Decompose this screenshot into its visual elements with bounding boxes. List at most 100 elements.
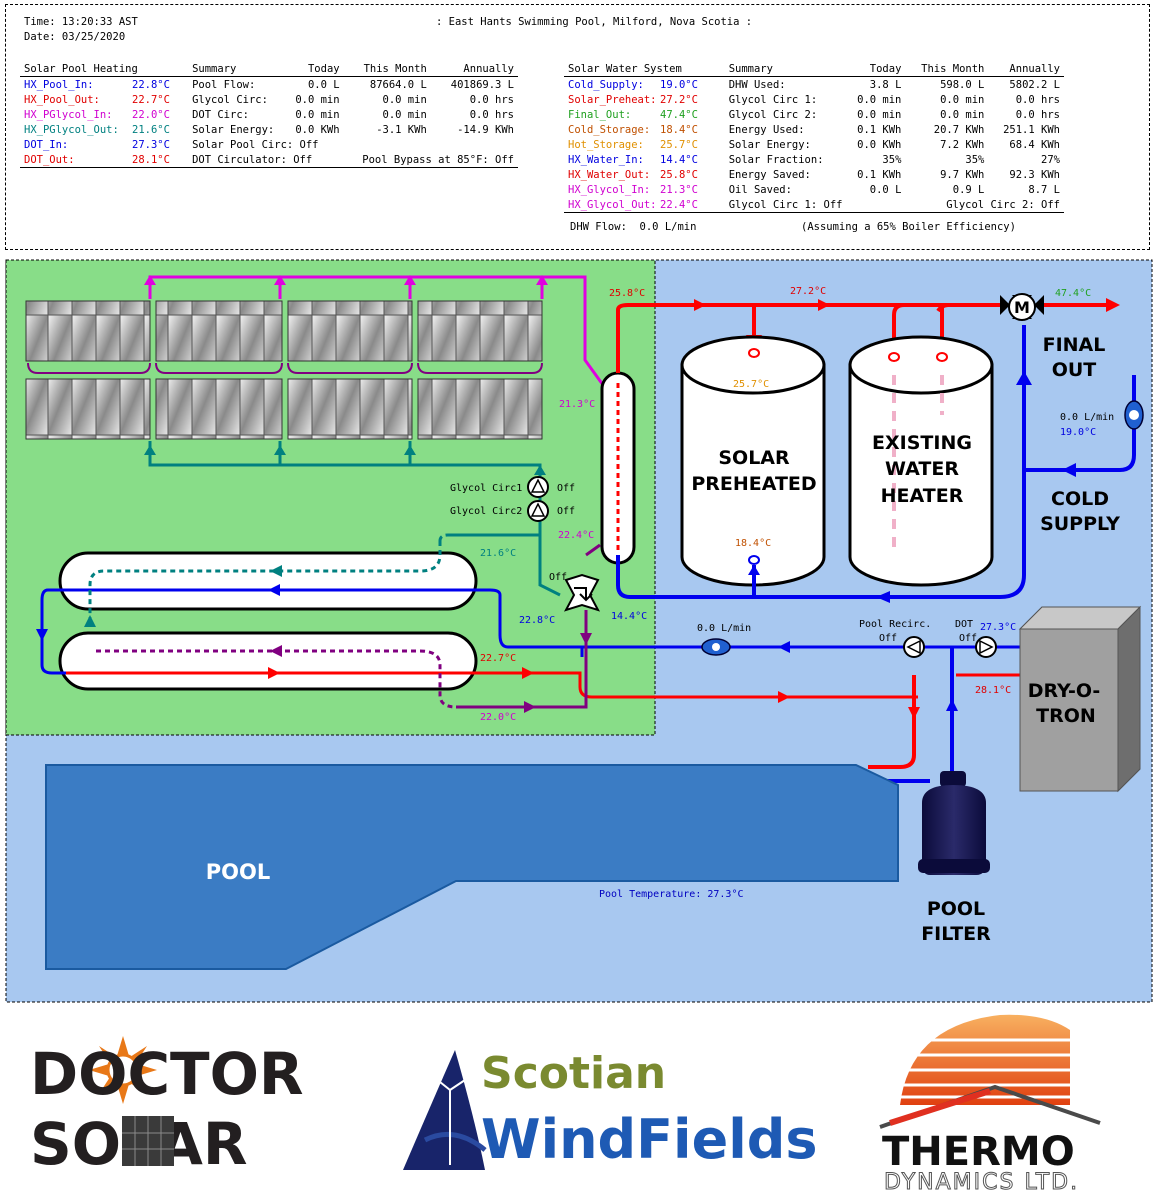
sensor-cell: DOT_In:27.3°C — [20, 137, 188, 152]
sensor-value: 47.4°C — [660, 108, 698, 121]
sensor-cell: HX_PGlycol_In:22.0°C — [20, 107, 188, 122]
pool-flow-meter — [701, 638, 731, 656]
pool-filter — [918, 771, 990, 875]
col-header: Today — [844, 61, 906, 77]
annual-value: 8.7 L — [1028, 183, 1060, 196]
annual-value: 27% — [1041, 153, 1060, 166]
dry-o-tron-label: TRON — [1036, 705, 1096, 727]
sensor-value: 21.6°C — [132, 123, 170, 136]
pool-temperature-readout: Pool Temperature: 27.3°C — [599, 889, 744, 900]
system-diagram: M — [5, 259, 1153, 1003]
temp-pool-in: 22.8°C — [519, 615, 555, 626]
temp-solar-preheat: 27.2°C — [790, 286, 826, 297]
dot-state: Off — [959, 633, 977, 644]
annual-value: 0.0 hrs — [469, 93, 514, 106]
today-value: 0.0 min — [857, 93, 902, 106]
col-header: Annually — [430, 61, 518, 77]
sensor-name: HX_Water_Out: — [568, 168, 651, 181]
sensor-name: HX_Pool_In: — [24, 78, 94, 91]
bypass-valve[interactable] — [563, 573, 601, 612]
temp-pool-out: 22.7°C — [480, 653, 516, 664]
sensor-cell: DOT_Out:28.1°C — [20, 152, 189, 168]
summary-label: Energy Saved: — [728, 168, 811, 181]
cold-supply-label: COLD — [1051, 488, 1109, 510]
today-value: 0.0 L — [869, 183, 902, 196]
glycol-circ1-pump[interactable] — [527, 476, 549, 498]
summary-label: Glycol Circ: — [192, 93, 268, 106]
solar-preheated-label: PREHEATED — [691, 473, 816, 495]
col-header: This Month — [905, 61, 989, 77]
glycol-circ2-status: Glycol Circ 2: Off — [905, 197, 1064, 213]
sensor-name: Cold_Storage: — [568, 123, 651, 136]
svg-text:DYNAMICS LTD.: DYNAMICS LTD. — [884, 1170, 1079, 1195]
glycol-circ2-pump[interactable] — [527, 500, 549, 522]
month-value: 7.2 KWh — [940, 138, 985, 151]
boiler-note: (Assuming a 65% Boiler Efficiency) — [801, 221, 1016, 233]
today-value: 0.0 min — [295, 108, 340, 121]
temp-dot-out: 28.1°C — [975, 685, 1011, 696]
dot-pump[interactable] — [975, 636, 997, 658]
valve-m-label: M — [1014, 298, 1030, 317]
dry-o-tron-label: DRY-O- — [1028, 680, 1101, 702]
cold-supply-flow-meter — [1124, 400, 1144, 430]
sensor-cell: HX_Glycol_Out:22.4°C — [564, 197, 725, 213]
pool-water-out-pipe — [66, 671, 918, 699]
today-value: 0.1 KWh — [857, 123, 902, 136]
annual-value: 0.0 hrs — [469, 108, 514, 121]
sensor-name: HX_Glycol_In: — [568, 183, 651, 196]
sensor-cell: Cold_Storage:18.4°C — [564, 122, 725, 137]
summary-label: Oil Saved: — [728, 183, 792, 196]
status-panel: Time: 13:20:33 AST Date: 03/25/2020 : Ea… — [5, 4, 1150, 250]
sensor-cell: HX_Pool_Out:22.7°C — [20, 92, 188, 107]
col-header: Solar Pool Heating — [20, 61, 189, 77]
glycol-circ2-state: Off — [557, 506, 575, 517]
sensor-name: HX_PGlycol_Out: — [24, 123, 119, 136]
existing-water-heater-tank — [848, 335, 994, 587]
month-value: 9.7 KWh — [940, 168, 985, 181]
summary-label: Solar Energy: — [192, 123, 275, 136]
month-value: -3.1 KWh — [376, 123, 427, 136]
time-label: Time: 13:20:33 AST — [24, 16, 138, 28]
glycol-circ1-state: Off — [557, 483, 575, 494]
pool-recirc-pump[interactable] — [903, 636, 925, 658]
today-value: 0.0 min — [857, 108, 902, 121]
month-value: 20.7 KWh — [933, 123, 985, 136]
summary-label: DOT Circ: — [192, 108, 249, 121]
pool-heat-exchanger-upper — [58, 551, 478, 611]
col-header: This Month — [343, 61, 431, 77]
today-value: 0.0 KWh — [857, 138, 902, 151]
sensor-value: 22.4°C — [660, 198, 698, 211]
summary-label: Energy Used: — [728, 123, 805, 136]
summary-label: Glycol Circ 1: — [728, 93, 818, 106]
temp-pglycol-in: 22.0°C — [480, 712, 516, 723]
pool-heating-table: Solar Pool Heating Summary Today This Mo… — [20, 61, 518, 168]
sensor-name: HX_Pool_Out: — [24, 93, 100, 106]
sensor-value: 22.0°C — [132, 108, 170, 121]
month-value: 0.0 min — [382, 93, 427, 106]
svg-text:THERMO: THERMO — [882, 1129, 1075, 1175]
temp-hx-water-in: 14.4°C — [611, 611, 647, 622]
bypass-state: Off — [549, 572, 567, 583]
sensor-cell: HX_Pool_In: 22.8°C — [20, 77, 188, 93]
annual-value: 0.0 hrs — [1015, 93, 1060, 106]
pool — [45, 764, 899, 970]
sensor-value: 22.8°C — [132, 78, 170, 91]
pool-recirc-state: Off — [879, 633, 897, 644]
solar-preheated-label: SOLAR — [718, 447, 790, 469]
pool-bypass-status: Pool Bypass at 85°F: Off — [343, 152, 518, 168]
today-value: 3.8 L — [869, 78, 902, 91]
mixing-valve[interactable]: M — [1000, 293, 1044, 321]
sensor-name: Cold_Supply: — [568, 78, 644, 91]
sensor-cell: HX_Water_Out:25.8°C — [564, 167, 725, 182]
col-header: Today — [286, 61, 344, 77]
temp-hx-glycol-out: 22.4°C — [558, 530, 594, 541]
temp-pglycol-out: 21.6°C — [480, 548, 516, 559]
month-value: 0.0 min — [382, 108, 427, 121]
final-out-label: FINAL — [1043, 334, 1106, 356]
preheat-hot-pipe — [616, 303, 1000, 373]
temp-dot-in: 27.3°C — [980, 622, 1016, 633]
